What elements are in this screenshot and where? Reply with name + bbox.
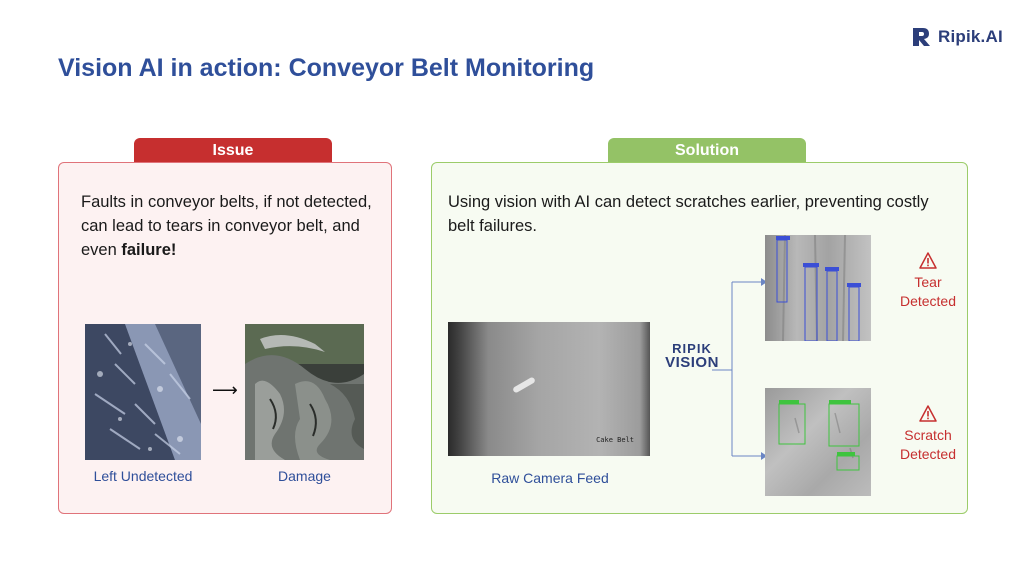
issue-description: Faults in conveyor belts, if not detecte… — [81, 190, 381, 262]
scratch-boxes — [778, 400, 860, 471]
vision-logo-line1: RIPIK — [672, 341, 712, 356]
tear-alert-line2: Detected — [899, 293, 957, 309]
issue-text-bold: failure! — [121, 241, 177, 259]
tear-boxes — [776, 235, 861, 341]
logo-text: Ripik.AI — [938, 27, 1003, 46]
scratch-detection-image — [765, 388, 871, 496]
issue-text-plain: Faults in conveyor belts, if not detecte… — [81, 193, 372, 259]
warning-icon — [919, 405, 937, 422]
undetected-caption: Left Undetected — [93, 468, 193, 484]
ripik-logo-icon — [913, 28, 930, 46]
ripik-vision-logo: RIPIK VISION — [662, 341, 722, 371]
tear-detection-image — [765, 235, 871, 341]
arrow-right-icon: ⟶ — [212, 380, 238, 400]
scratch-alert: Scratch Detected — [883, 405, 973, 464]
undetected-belt-image — [85, 324, 201, 460]
solution-description: Using vision with AI can detect scratche… — [448, 193, 929, 235]
tear-alert: Tear Detected — [883, 252, 973, 311]
scratch-alert-line2: Detected — [899, 446, 957, 462]
page-title: Vision AI in action: Conveyor Belt Monit… — [58, 54, 595, 82]
warning-icon — [919, 252, 937, 269]
vision-logo-line2: VISION — [665, 354, 719, 371]
damage-caption: Damage — [278, 468, 331, 484]
issue-tab: Issue — [134, 138, 332, 164]
damage-belt-image — [245, 324, 364, 460]
tear-alert-line1: Tear — [914, 274, 942, 290]
scratch-alert-line1: Scratch — [904, 427, 952, 443]
camera-overlay-label: Cake Belt — [596, 436, 634, 444]
camera-caption: Raw Camera Feed — [491, 470, 609, 486]
raw-camera-feed-image: Cake Belt — [448, 322, 650, 456]
brand-logo: Ripik.AI — [910, 26, 1003, 48]
solution-tab: Solution — [608, 138, 806, 164]
